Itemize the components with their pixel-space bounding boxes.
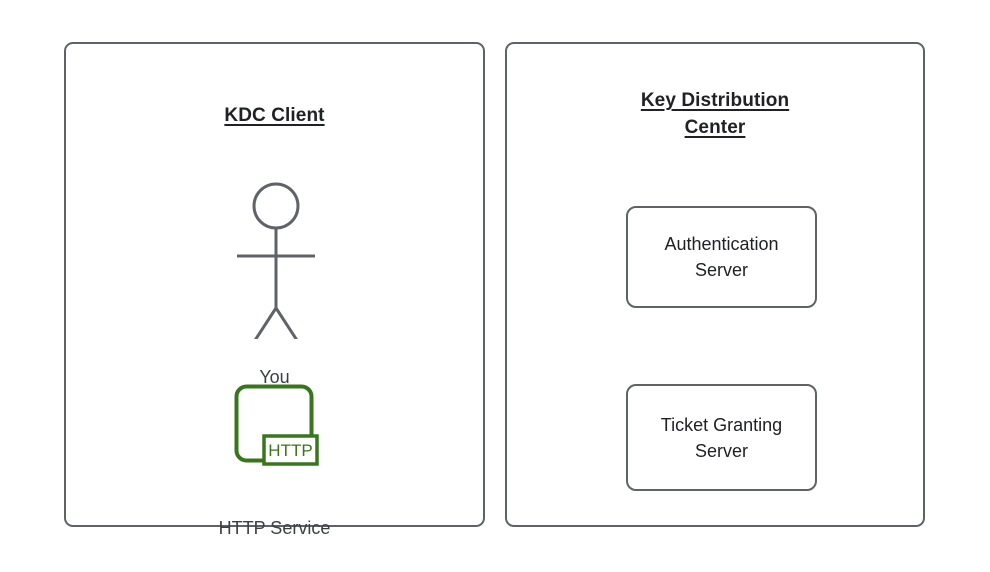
box-ticket-granting-server: Ticket Granting Server bbox=[626, 384, 817, 491]
box-authentication-server-label: Authentication Server bbox=[664, 234, 779, 280]
stick-figure-person-icon bbox=[216, 159, 336, 339]
http-service-icon: HTTP bbox=[234, 384, 320, 468]
stick-figure-caption: You bbox=[259, 367, 290, 387]
panel-title-key-distribution-center: Key Distribution Center bbox=[640, 90, 790, 138]
box-authentication-server: Authentication Server bbox=[626, 206, 817, 308]
http-service-caption: HTTP Service bbox=[218, 518, 331, 538]
box-ticket-granting-server-label: Ticket Granting Server bbox=[660, 414, 783, 461]
panel-kdc-client: KDC Client You HTTP bbox=[64, 42, 485, 538]
panel-key-distribution-center: Key Distribution Center Authentication S… bbox=[505, 42, 925, 527]
panel-title-kdc-client: KDC Client bbox=[224, 105, 325, 126]
http-badge-text: HTTP bbox=[268, 441, 312, 460]
